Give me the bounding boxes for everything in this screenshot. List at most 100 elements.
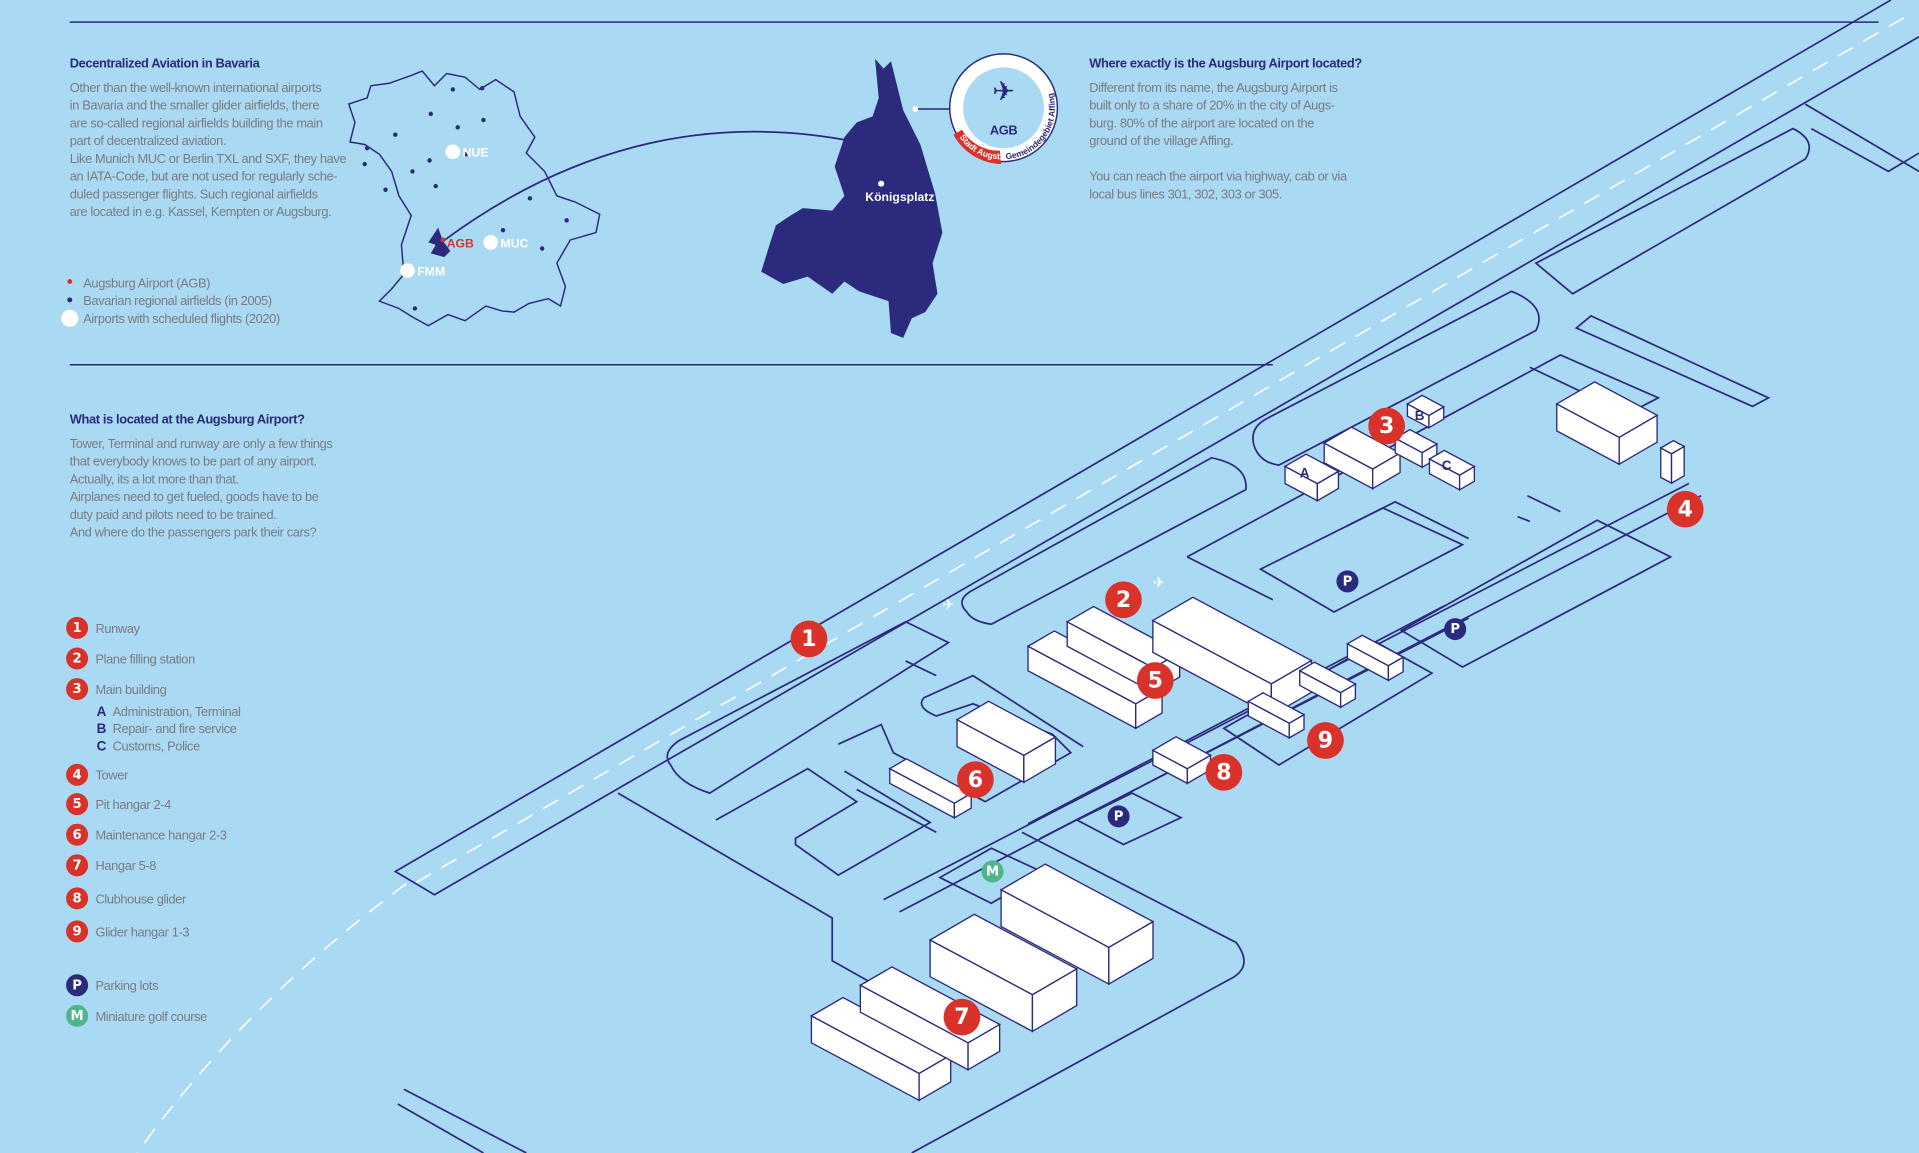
repair-building-b	[1406, 394, 1446, 429]
airport-location-dot-icon	[912, 105, 919, 113]
legend-item-label: Runway	[95, 621, 140, 636]
badge-label: M	[986, 865, 999, 880]
badge-label: P	[1450, 622, 1460, 637]
bavaria-outline	[347, 70, 601, 327]
regional-airfield-dot-icon	[428, 111, 433, 117]
white-dot-icon	[61, 309, 79, 327]
badge-label: P	[1114, 809, 1124, 824]
regional-airfield-dot-icon	[500, 227, 506, 233]
city-center-dot-icon	[878, 180, 885, 187]
badge-label: 2	[1116, 588, 1131, 613]
paragraph-line: Different from its name, the Augsburg Ai…	[1089, 80, 1337, 95]
section-airport-location: Where exactly is the Augsburg Airport lo…	[1089, 55, 1363, 201]
paragraph-line: duty paid and pilots need to be trained.	[70, 507, 277, 522]
legend-item-label: Clubhouse glider	[95, 891, 187, 906]
maintenance-hangar	[888, 758, 973, 820]
runway	[136, 0, 1919, 1153]
paragraph-line: built only to a share of 20% in the city…	[1089, 98, 1335, 113]
number-badge-icon: 6	[66, 823, 89, 846]
navy-dot-icon	[67, 297, 73, 303]
airplane-icon: ✈	[992, 76, 1015, 106]
map-marker-6: 6	[957, 761, 994, 799]
regional-airfield-dot-icon	[383, 187, 388, 192]
number-badge-icon: 4	[66, 763, 89, 786]
badge-label: 6	[73, 828, 82, 843]
badge-label: 4	[1678, 497, 1693, 522]
building-letter: B	[1415, 408, 1425, 423]
regional-airfield-dot-icon	[393, 132, 398, 137]
badge-label: 6	[968, 768, 983, 793]
map-marker-3: 3	[1368, 407, 1405, 445]
badge-label: 7	[954, 1005, 969, 1030]
augsburg-city-map: Königsplatz	[761, 58, 951, 338]
paragraph-line: And where do the passengers park their c…	[70, 525, 317, 540]
badge-label: 3	[73, 682, 82, 697]
parking-marker-icon: P	[1107, 805, 1130, 828]
city-share-segment	[953, 129, 1002, 165]
paragraph-line: in Bavaria and the smaller glider airfie…	[70, 98, 320, 113]
paragraph-line: Tower, Terminal and runway are only a fe…	[70, 436, 333, 451]
building-letter: A	[1300, 465, 1310, 480]
map-marker-1: 1	[790, 620, 828, 658]
paragraph-line: Like Munich MUC or Berlin TXL and SXF, t…	[70, 151, 347, 166]
badge-label: M	[71, 1009, 84, 1024]
legend-parking-label: Parking lots	[95, 978, 158, 993]
badge-label: 1	[73, 621, 82, 636]
regional-airfield-dot-icon	[564, 218, 569, 223]
number-badge-icon: 7	[66, 854, 89, 877]
golf-marker-icon: M	[981, 860, 1004, 883]
main-building	[1393, 428, 1439, 469]
regional-airfield-dot-icon	[527, 196, 533, 201]
paragraph-line: are so-called regional airfields buildin…	[70, 115, 323, 130]
glider-hangar-9	[1298, 661, 1357, 709]
airport-dot-icon	[445, 144, 461, 160]
building-letter: C	[1442, 458, 1452, 473]
airport-label-fmm: FMM	[417, 264, 445, 278]
paragraph-line: local bus lines 301, 302, 303 or 305.	[1089, 186, 1282, 201]
legend-item-label: Plane filling station	[95, 651, 195, 666]
regional-airfield-dot-icon	[412, 306, 418, 311]
regional-airfield-dot-icon	[481, 117, 486, 123]
legend-golf-label: Miniature golf course	[95, 1009, 207, 1024]
glider-hangar-9	[1346, 634, 1405, 682]
number-badge-icon: 9	[66, 920, 89, 943]
map-marker-7: 7	[943, 998, 981, 1036]
legend-item-label: Hangar 5-8	[95, 858, 156, 873]
legend-sub-label: Administration, Terminal	[113, 704, 241, 719]
augsburg-mini-shape	[428, 227, 451, 258]
badge-label: 4	[73, 768, 82, 783]
paragraph-line: You can reach the airport via highway, c…	[1089, 169, 1348, 184]
golf-badge-icon: M	[66, 1004, 89, 1027]
regional-airfield-dot-icon	[427, 158, 432, 163]
badge-label: 7	[73, 858, 82, 873]
regional-airfield-dot-icon	[410, 169, 415, 174]
badge-label: 3	[1379, 414, 1394, 439]
legend-sub-letter: B	[97, 721, 107, 736]
augsburg-city-shape	[761, 58, 943, 338]
section-airport-contents: What is located at the Augsburg Airport?…	[70, 412, 333, 540]
map-marker-2: 2	[1105, 581, 1142, 619]
section-title: Decentralized Aviation in Bavaria	[70, 55, 261, 70]
hangar-7	[928, 913, 1079, 1033]
paragraph-line: that everybody knows to be part of any a…	[70, 454, 317, 469]
main-building-a	[1283, 453, 1340, 502]
legend-scheduled: Airports with scheduled flights (2020)	[83, 311, 280, 326]
airport-dot-icon	[400, 263, 415, 278]
badge-label: 5	[1148, 669, 1163, 694]
paragraph-line: duled passenger flights. Such regional a…	[70, 186, 318, 201]
regional-airfield-dot-icon	[464, 152, 469, 157]
number-badge-icon: 3	[66, 678, 89, 701]
legend-item-label: Maintenance hangar 2-3	[95, 828, 226, 843]
badge-label: P	[72, 978, 82, 993]
taxiways-and-roads	[397, 103, 1919, 1153]
number-badge-icon: 5	[66, 793, 89, 816]
legend-item-label: Glider hangar 1-3	[95, 924, 189, 939]
paragraph-line: Other than the well-known international …	[70, 80, 322, 95]
number-badge-icon: 2	[66, 647, 89, 670]
badge-label: 2	[73, 652, 82, 667]
section-title: Where exactly is the Augsburg Airport lo…	[1089, 55, 1362, 70]
plane-icon: ✈	[1153, 576, 1165, 592]
